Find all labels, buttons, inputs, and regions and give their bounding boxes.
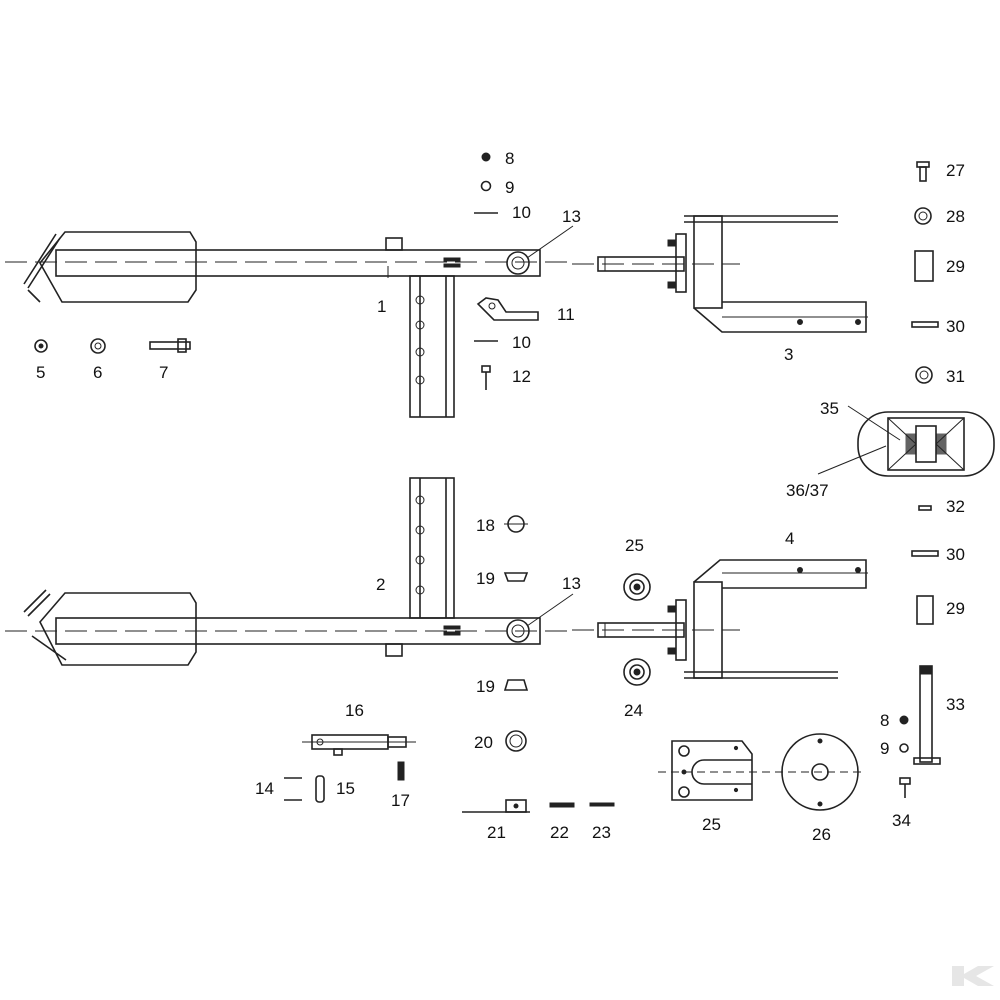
bearing-part-24 [623, 658, 651, 686]
label-part-11: 11 [557, 305, 575, 324]
bolt-part-27 [916, 161, 930, 182]
label-part-23: 23 [592, 823, 611, 842]
bushing-part-29-top [914, 250, 934, 282]
label-part-28: 28 [946, 207, 965, 226]
wheel-part-36-37 [817, 405, 995, 477]
label-part-8-bottom: 8 [880, 711, 889, 730]
shim-part-30-bottom [911, 550, 939, 557]
label-part-27: 27 [946, 161, 965, 180]
label-part-19-top: 19 [476, 569, 495, 588]
washer-part-6 [90, 338, 106, 354]
ring-part-20 [505, 730, 527, 752]
nut-part-8-bottom [899, 715, 909, 725]
label-part-30-top: 30 [946, 317, 965, 336]
label-part-8-top: 8 [505, 149, 514, 168]
label-part-25-top: 25 [625, 536, 644, 555]
bushing-part-29-bottom [916, 595, 934, 625]
label-part-7: 7 [159, 363, 168, 382]
label-part-25-bottom: 25 [702, 815, 721, 834]
bearing-part-25-top [623, 573, 651, 601]
label-part-14: 14 [255, 779, 274, 798]
nut-part-28 [914, 207, 932, 225]
label-part-30-bottom: 30 [946, 545, 965, 564]
label-part-13-top: 13 [562, 207, 581, 226]
washer-part-9-bottom [899, 743, 909, 753]
label-part-5: 5 [36, 363, 45, 382]
frame-arm-part-2 [5, 477, 570, 666]
nut-part-8-top [481, 152, 491, 162]
label-part-16: 16 [345, 701, 364, 720]
bushing-part-19-top [503, 572, 529, 582]
label-part-15: 15 [336, 779, 355, 798]
leader-lines [526, 225, 574, 627]
frame-arm-part-1 [5, 231, 570, 418]
label-part-10-bottom: 10 [512, 333, 531, 352]
shim-part-32 [918, 505, 932, 511]
label-part-10-top: 10 [512, 203, 531, 222]
pin-part-15 [315, 775, 325, 803]
label-part-9-bottom: 9 [880, 739, 889, 758]
plate-part-25-bottom [658, 740, 770, 801]
label-part-33: 33 [946, 695, 965, 714]
nut-part-5 [34, 339, 48, 353]
label-part-26: 26 [812, 825, 831, 844]
pin-part-23 [589, 802, 615, 807]
bolt-part-7 [149, 338, 191, 353]
ring-part-18 [504, 515, 528, 533]
bushing-part-19-bottom [503, 679, 529, 691]
screw-part-12 [481, 365, 491, 390]
washer-part-9-top [480, 180, 492, 192]
label-part-29-bottom: 29 [946, 599, 965, 618]
axle-part-33 [913, 665, 941, 765]
cylinder-part-16 [302, 734, 416, 756]
label-part-3: 3 [784, 345, 793, 364]
label-part-2: 2 [376, 575, 385, 594]
label-part-9-top: 9 [505, 178, 514, 197]
label-part-24: 24 [624, 701, 643, 720]
label-part-36-37: 36/37 [786, 481, 829, 500]
brand-logo-icon [952, 966, 994, 986]
disc-part-26 [775, 733, 865, 811]
label-part-19-bottom: 19 [476, 677, 495, 696]
label-part-13-bottom: 13 [562, 574, 581, 593]
label-part-12: 12 [512, 367, 531, 386]
spring-part-17 [397, 761, 405, 781]
clip-part-14 [284, 777, 302, 801]
label-part-1: 1 [377, 297, 386, 316]
fork-part-4 [572, 559, 868, 679]
label-part-35: 35 [820, 399, 839, 418]
plate-part-11 [476, 297, 539, 321]
bracket-part-21 [462, 799, 530, 813]
label-part-21: 21 [487, 823, 506, 842]
pin-part-22 [549, 802, 575, 808]
part-labels: 1 2 3 4 5 6 7 8 9 10 11 10 12 13 13 14 1… [36, 149, 965, 844]
nut-part-31 [915, 366, 933, 384]
label-part-29-top: 29 [946, 257, 965, 276]
label-part-31: 31 [946, 367, 965, 386]
label-part-20: 20 [474, 733, 493, 752]
label-part-22: 22 [550, 823, 569, 842]
label-part-32: 32 [946, 497, 965, 516]
label-part-34: 34 [892, 811, 911, 830]
shim-part-30-top [911, 321, 939, 328]
label-part-17: 17 [391, 791, 410, 810]
fork-part-3 [572, 215, 868, 333]
screw-part-34 [899, 777, 911, 798]
label-part-6: 6 [93, 363, 102, 382]
label-part-4: 4 [785, 529, 794, 548]
label-part-18: 18 [476, 516, 495, 535]
